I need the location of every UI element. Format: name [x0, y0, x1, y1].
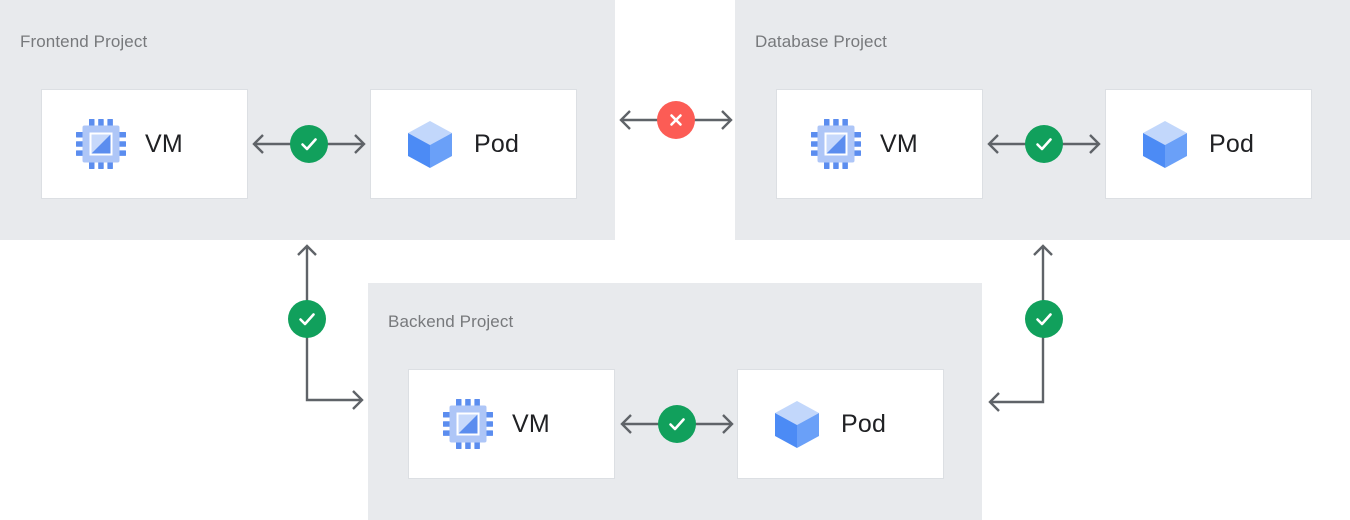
resource-card-backend-vm[interactable]: VM: [408, 369, 615, 479]
vm-chip-icon: [442, 398, 494, 450]
resource-label-database-pod: Pod: [1209, 130, 1255, 158]
resource-label-backend-vm: VM: [512, 410, 550, 438]
panel-backend-project[interactable]: Backend Project: [368, 283, 982, 520]
resource-card-database-pod[interactable]: Pod: [1105, 89, 1312, 199]
resource-label-frontend-pod: Pod: [474, 130, 520, 158]
pod-cube-icon: [404, 118, 456, 170]
panel-title-frontend: Frontend Project: [20, 32, 148, 51]
pod-cube-icon: [1139, 118, 1191, 170]
resource-card-frontend-vm[interactable]: VM: [41, 89, 248, 199]
pod-cube-icon: [771, 398, 823, 450]
status-badge-database-internal[interactable]: [1025, 125, 1063, 163]
resource-card-frontend-pod[interactable]: Pod: [370, 89, 577, 199]
panel-database-project[interactable]: Database Project: [735, 0, 1350, 240]
status-badge-frontend-to-database[interactable]: [657, 101, 695, 139]
status-badge-backend-internal[interactable]: [658, 405, 696, 443]
vm-chip-icon: [810, 118, 862, 170]
x-icon: [670, 114, 682, 126]
status-badge-frontend-internal[interactable]: [290, 125, 328, 163]
check-icon: [299, 313, 315, 326]
resource-card-database-vm[interactable]: VM: [776, 89, 983, 199]
panel-frontend-project[interactable]: Frontend Project: [0, 0, 615, 240]
panel-title-backend: Backend Project: [388, 312, 514, 331]
resource-label-backend-pod: Pod: [841, 410, 887, 438]
status-badge-backend-to-frontend[interactable]: [288, 300, 326, 338]
panel-title-database: Database Project: [755, 32, 888, 51]
status-badge-backend-to-database[interactable]: [1025, 300, 1063, 338]
check-icon: [301, 138, 317, 151]
check-icon: [669, 418, 685, 431]
resource-label-frontend-vm: VM: [145, 130, 183, 158]
check-icon: [1036, 138, 1052, 151]
resource-label-database-vm: VM: [880, 130, 918, 158]
resource-card-backend-pod[interactable]: Pod: [737, 369, 944, 479]
vm-chip-icon: [75, 118, 127, 170]
check-icon: [1036, 313, 1052, 326]
